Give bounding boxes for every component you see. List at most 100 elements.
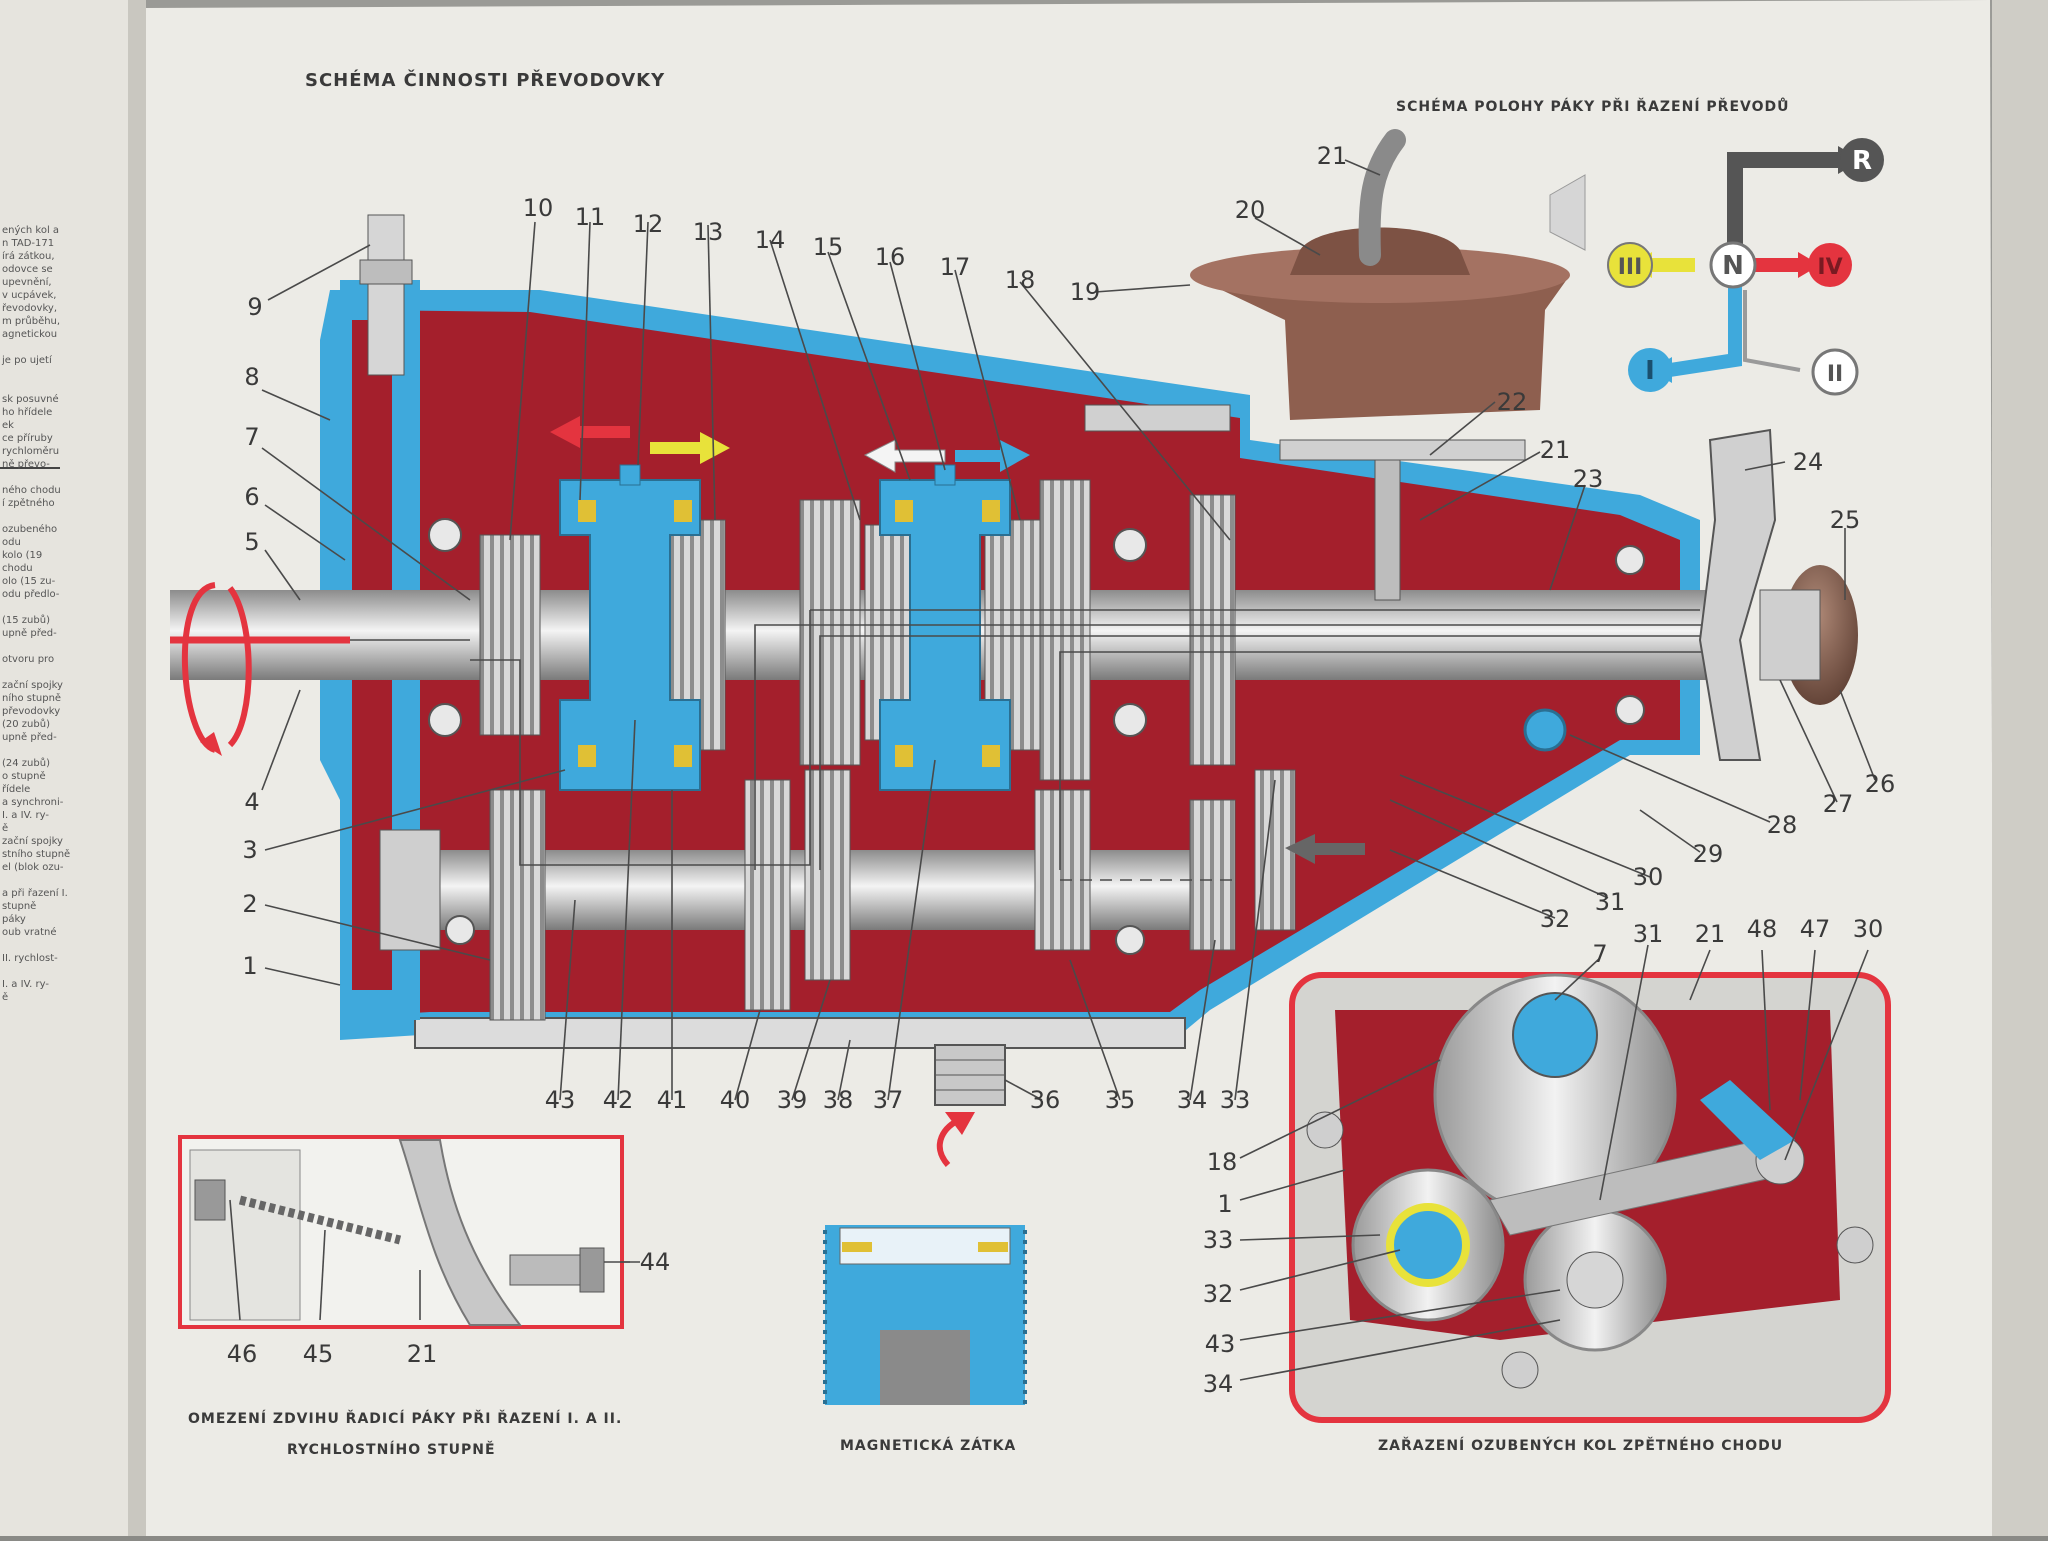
left-page-text: ených kol a n TAD-171 írá zátkou, odovce se… (2, 224, 70, 1004)
gear-I[interactable] (1628, 348, 1672, 392)
callouts_main-leader-23 (1549, 484, 1586, 591)
callouts_limit-label-44: 44 (640, 1248, 671, 1276)
callouts_main-label-13: 13 (693, 218, 724, 246)
callouts_limit-label-46: 46 (227, 1340, 258, 1368)
callouts_main-leader-35 (1069, 959, 1121, 1101)
counter-gear-40 (744, 779, 791, 1011)
margin-line: m průběhu, (2, 316, 61, 327)
callouts_reverse-leader-0 (1554, 957, 1601, 1001)
margin-line: zační spojky (2, 836, 63, 847)
callouts_main-leader-40 (734, 1009, 761, 1101)
callouts_reverse-leader-6 (1239, 1059, 1441, 1159)
callouts_main-label-37: 37 (873, 1086, 904, 1114)
callouts_main-label-19: 19 (1070, 278, 1101, 306)
callouts_main-leader-10 (579, 221, 591, 501)
gear-IV[interactable] (1808, 243, 1852, 287)
margin-line: ených kol a (2, 225, 60, 236)
gear-II-label: II (1827, 362, 1843, 387)
callouts_main-label-16: 16 (875, 243, 906, 271)
callouts_main-leader-26 (1839, 689, 1876, 781)
callouts_main-label-3: 3 (242, 836, 257, 864)
gear-10 (479, 534, 541, 736)
callouts_limit-label-21: 21 (407, 1340, 438, 1368)
shift-arrow-left-red (550, 416, 630, 448)
margin-line: el (blok ozu- (2, 862, 64, 873)
margin-line: odovce se (2, 264, 53, 275)
callouts_main-label-21: 21 (1317, 142, 1348, 170)
callouts_main-leader-6 (261, 447, 471, 601)
callouts_reverse-leader-4 (1799, 949, 1816, 1101)
callouts_main-leader-42 (617, 719, 636, 1101)
gear-III[interactable] (1607, 242, 1653, 288)
callouts_main-label-23: 23 (1573, 465, 1604, 493)
flow-blue (1059, 651, 1715, 870)
margin-line: II. rychlost- (2, 953, 58, 964)
callouts_main-label-35: 35 (1105, 1086, 1136, 1114)
gear-III-label: III (1618, 255, 1643, 280)
lever-base-plate (1279, 439, 1526, 461)
callouts_main-label-21: 21 (1540, 436, 1571, 464)
callouts_main-label-11: 11 (575, 203, 606, 231)
callouts_main-leader-11 (637, 221, 649, 466)
margin-line: ek (2, 420, 14, 431)
callouts_main-label-43: 43 (545, 1086, 576, 1114)
callouts_main-label-28: 28 (1767, 811, 1798, 839)
callouts_main-leader-43 (559, 899, 576, 1101)
callouts_main-leader-5 (264, 504, 346, 561)
callouts_main-leader-8 (267, 244, 371, 301)
margin-line: írá zátkou, (2, 251, 55, 262)
callouts_main-label-4: 4 (244, 788, 259, 816)
callouts_reverse-leader-9 (1239, 1249, 1401, 1291)
callouts_main-label-33: 33 (1220, 1086, 1251, 1114)
reverse-shift-arrow (1285, 834, 1365, 864)
margin-line: odu předlo- (2, 589, 60, 600)
callouts_main-label-42: 42 (603, 1086, 634, 1114)
margin-line: v ucpávek, (2, 290, 57, 301)
callouts_main-label-38: 38 (823, 1086, 854, 1114)
margin-line: ního stupně (2, 693, 62, 704)
title-limit-line1: OMEZENÍ ZDVIHU ŘADICÍ PÁKY PŘI ŘAZENÍ I.… (188, 1411, 623, 1427)
title-main: SCHÉMA ČINNOSTI PŘEVODOVKY (305, 70, 666, 91)
inset-lever-limit (178, 1135, 630, 1329)
margin-line (2, 380, 70, 393)
margin-line (2, 471, 70, 484)
margin-line: n TAD-171 (2, 238, 55, 249)
callouts_main-leader-36 (1004, 1079, 1043, 1101)
callouts_main-label-1: 1 (242, 952, 257, 980)
margin-line: chodu (2, 563, 33, 574)
margin-line: (15 zubů) (2, 615, 50, 626)
input-shaft (170, 590, 350, 680)
gear-R[interactable] (1840, 138, 1884, 182)
title-limit-line2: RYCHLOSTNÍHO STUPNĚ (287, 1442, 496, 1458)
margin-line: páky (2, 914, 26, 925)
callouts_main-label-26: 26 (1865, 770, 1896, 798)
callouts_main-leader-33 (1234, 779, 1276, 1101)
callouts_main-leader-0 (264, 967, 341, 986)
margin-line: (24 zubů) (2, 758, 50, 769)
callouts_reverse-leader-2 (1689, 949, 1711, 1001)
callouts_main-leader-16 (954, 269, 1021, 521)
callouts_reverse-leader-3 (1761, 949, 1771, 1111)
callouts_main-label-10: 10 (523, 194, 554, 222)
margin-line: stupně (2, 901, 37, 912)
callouts_main-leader-2 (264, 769, 566, 851)
title-lever-scheme: SCHÉMA POLOHY PÁKY PŘI ŘAZENÍ PŘEVODŮ (1396, 99, 1790, 115)
gear-IV-label: IV (1817, 255, 1842, 280)
gear-N[interactable] (1709, 241, 1757, 289)
flow-white (819, 635, 1715, 870)
oil-sump-cover (414, 1017, 1186, 1049)
callouts_reverse-label-33: 33 (1203, 1226, 1234, 1254)
callouts_main-label-24: 24 (1793, 448, 1824, 476)
page-gutter (128, 0, 146, 1536)
margin-line: upevnění, (2, 277, 52, 288)
margin-line (2, 666, 70, 679)
title-reverse: ZAŘAZENÍ OZUBENÝCH KOL ZPĚTNÉHO CHODU (1378, 1438, 1784, 1454)
gear-II[interactable] (1811, 348, 1859, 396)
callouts_main-label-41: 41 (657, 1086, 688, 1114)
callouts_main-leader-24 (1744, 461, 1786, 471)
shift-arrow-right-blue (955, 440, 1030, 472)
callouts_main-leader-21 (1429, 401, 1496, 456)
callouts_main-label-22: 22 (1497, 388, 1528, 416)
